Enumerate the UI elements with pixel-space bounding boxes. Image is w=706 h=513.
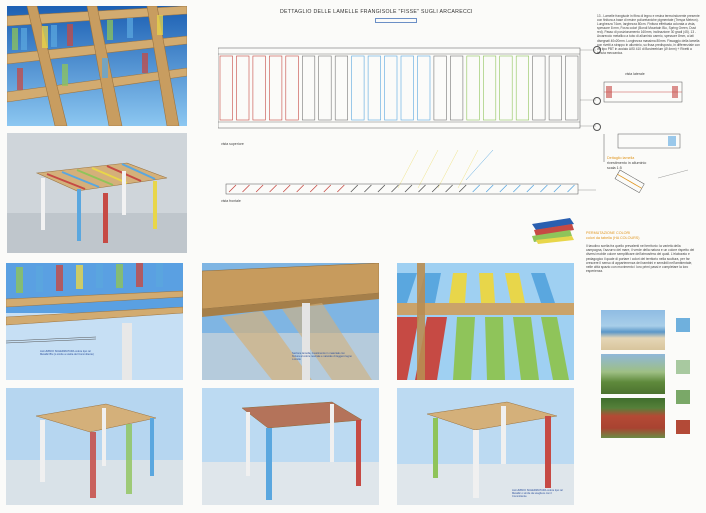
top-view-label: vista superiore — [221, 142, 244, 146]
slat-section — [499, 184, 508, 193]
slat — [219, 55, 233, 121]
slat-section — [309, 184, 318, 193]
slat — [450, 55, 464, 121]
slat — [400, 55, 414, 121]
photo-countryside — [601, 354, 665, 394]
caption-render-b: Sezione lamella, rivestimento in materia… — [292, 352, 352, 362]
render-beam-closeup — [202, 263, 379, 380]
detail-note-title: Dettaglio lamella — [607, 156, 635, 160]
slat-section — [540, 184, 548, 193]
slat — [515, 55, 530, 121]
render-pergola-view-2 — [202, 388, 379, 505]
caption-render-c: ALLUMINIO SCHERMATURA colore tipo ral Me… — [512, 489, 563, 499]
pergola-perspective-illustration — [7, 133, 187, 253]
slat-section — [269, 184, 277, 193]
slat — [548, 55, 562, 121]
slat — [302, 55, 316, 121]
render-underside-closeup-a — [6, 263, 183, 380]
caption-render-a: ALLUMINIO SCHERMATURA colore tipo ral Me… — [40, 350, 94, 357]
slat-section — [513, 184, 521, 193]
slat — [334, 55, 348, 121]
slat-section — [391, 184, 399, 193]
slat-section — [418, 184, 426, 193]
slat-section — [323, 184, 332, 193]
slat-section — [472, 184, 480, 193]
slat-section — [377, 184, 386, 193]
material-samples — [532, 218, 574, 244]
palette-subheading: colori da tabella (HA COLOURS) — [586, 236, 640, 240]
top-view-drawing — [218, 47, 596, 129]
slat — [351, 55, 365, 121]
section-marker-icon — [593, 123, 601, 131]
render-pergola-view-3 — [397, 388, 574, 505]
spec-text: 13 - Lamelle frangisole in fibra di legn… — [597, 14, 700, 55]
slat-section — [553, 184, 562, 193]
slat-section — [242, 184, 250, 193]
slat — [499, 55, 513, 121]
slat — [384, 55, 398, 121]
slat-section — [350, 184, 359, 193]
palette-body: Il tavolino scelta fra quello prevalenti… — [586, 244, 695, 274]
slat-section — [431, 184, 440, 193]
color-swatch-sage — [676, 360, 690, 374]
slat-section — [445, 184, 453, 193]
slat-section — [337, 184, 345, 193]
render-underside-view — [7, 6, 187, 126]
slat — [565, 55, 579, 121]
slat-section — [296, 184, 304, 193]
slat-section — [228, 184, 237, 193]
slat-section — [567, 184, 575, 193]
slat — [466, 55, 480, 121]
front-view-label: vista frontale — [221, 199, 241, 203]
pergola-underside-illustration — [7, 6, 187, 126]
render-colored-slats-closeup — [397, 263, 574, 380]
slat-section — [526, 184, 535, 193]
color-swatch-green — [676, 390, 690, 404]
render-pergola-view-1 — [6, 388, 183, 505]
render-perspective-gray — [7, 133, 187, 253]
slat-section — [255, 184, 264, 193]
slat — [269, 55, 283, 121]
slat-section — [282, 184, 291, 193]
slat — [532, 55, 546, 121]
slat — [285, 55, 299, 121]
slat-section — [458, 184, 467, 193]
section-marker-icon — [593, 46, 601, 54]
photo-beach — [601, 310, 665, 350]
slat — [236, 55, 250, 121]
slat — [318, 55, 332, 121]
color-swatch-blue — [676, 318, 690, 332]
drawing-title: DETTAGLIO DELLE LAMELLE FRANGISOLE "FISS… — [280, 9, 473, 15]
section-marker-icon — [593, 97, 601, 105]
slat — [252, 55, 266, 121]
slat-section — [364, 184, 372, 193]
detail-note-body: rivestimento in alluminio scala 1:5 — [607, 161, 647, 170]
slat — [482, 55, 497, 121]
front-view-drawing — [225, 150, 596, 195]
palette-heading: PERMUTAZIONE COLORI — [586, 231, 631, 235]
side-view-label: vista laterale — [625, 72, 645, 76]
slat-section — [404, 184, 413, 193]
title-scale-bar — [375, 18, 417, 23]
slat — [417, 55, 431, 121]
slat — [433, 55, 447, 121]
slat-section — [485, 184, 494, 193]
photo-red-house — [601, 398, 665, 438]
section-detail-drawing — [603, 81, 689, 194]
color-swatch-red — [676, 420, 690, 434]
slat — [367, 55, 381, 121]
